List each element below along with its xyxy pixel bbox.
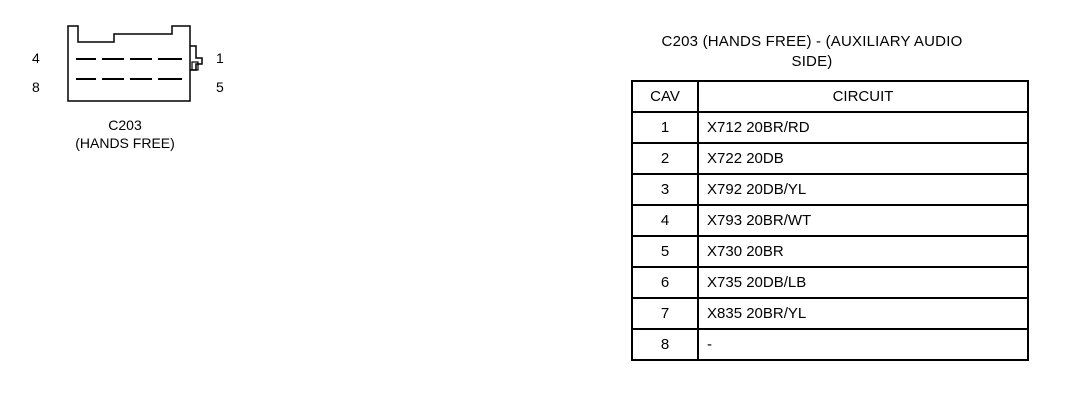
table-row: 1 X712 20BR/RD [631,111,1029,144]
cav-cell: 8 [631,328,699,361]
connector-id: C203 [108,117,142,133]
header-cav: CAV [631,80,699,113]
cav-cell: 4 [631,204,699,237]
circuit-cell: X722 20DB [697,142,1029,175]
circuit-cell: X735 20DB/LB [697,266,1029,299]
table-row: 4 X793 20BR/WT [631,204,1029,237]
circuit-cell: X793 20BR/WT [697,204,1029,237]
circuit-cell: X712 20BR/RD [697,111,1029,144]
table-row: 8 - [631,328,1029,361]
connector-face-drawing [67,25,203,102]
table-title-line-1: C203 (HANDS FREE) - (AUXILIARY AUDIO [661,33,963,50]
table-header-row: CAV CIRCUIT [631,80,1029,113]
cav-cell: 7 [631,297,699,330]
table-row: 6 X735 20DB/LB [631,266,1029,299]
pin-label-8: 8 [32,79,40,95]
circuit-cell: X730 20BR [697,235,1029,268]
pin-label-1: 1 [216,50,224,66]
table-title: C203 (HANDS FREE) - (AUXILIARY AUDIO SID… [612,32,1012,72]
cav-cell: 6 [631,266,699,299]
circuit-cell: - [697,328,1029,361]
table-row: 5 X730 20BR [631,235,1029,268]
pin-label-4: 4 [32,50,40,66]
connector-body-outline [67,25,191,102]
circuit-cell: X835 20BR/YL [697,297,1029,330]
connector-description: (HANDS FREE) [75,135,175,151]
table-row: 3 X792 20DB/YL [631,173,1029,206]
connector-key [191,61,199,71]
header-circuit: CIRCUIT [697,80,1029,113]
pinout-table: CAV CIRCUIT 1 X712 20BR/RD 2 X722 20DB 3… [631,80,1029,361]
cav-cell: 2 [631,142,699,175]
pin-label-5: 5 [216,79,224,95]
connector-latch [190,45,203,71]
table-title-line-2: SIDE) [791,53,833,70]
cav-cell: 3 [631,173,699,206]
circuit-cell: X792 20DB/YL [697,173,1029,206]
table-row: 2 X722 20DB [631,142,1029,175]
connector-caption: C203 (HANDS FREE) [60,116,190,152]
connector-diagram: 4 1 8 5 C203 (HANDS FREE) [20,16,240,166]
cav-cell: 5 [631,235,699,268]
table-row: 7 X835 20BR/YL [631,297,1029,330]
cav-cell: 1 [631,111,699,144]
